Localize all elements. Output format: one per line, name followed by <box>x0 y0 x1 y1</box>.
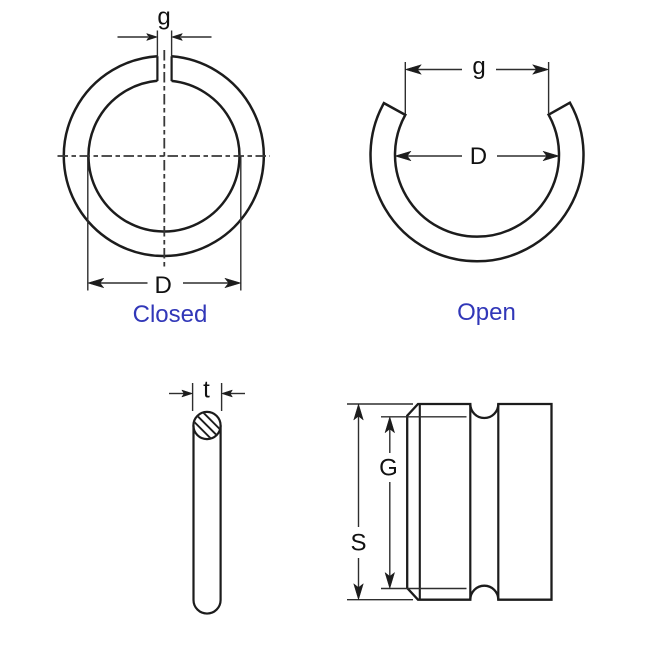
svg-text:D: D <box>470 143 487 170</box>
svg-text:g: g <box>157 4 170 31</box>
svg-text:Open: Open <box>457 299 516 326</box>
svg-text:D: D <box>155 272 172 299</box>
svg-text:G: G <box>379 454 398 481</box>
svg-text:Closed: Closed <box>133 301 208 328</box>
svg-text:g: g <box>472 53 485 80</box>
svg-text:S: S <box>350 530 366 557</box>
svg-text:t: t <box>203 377 210 404</box>
